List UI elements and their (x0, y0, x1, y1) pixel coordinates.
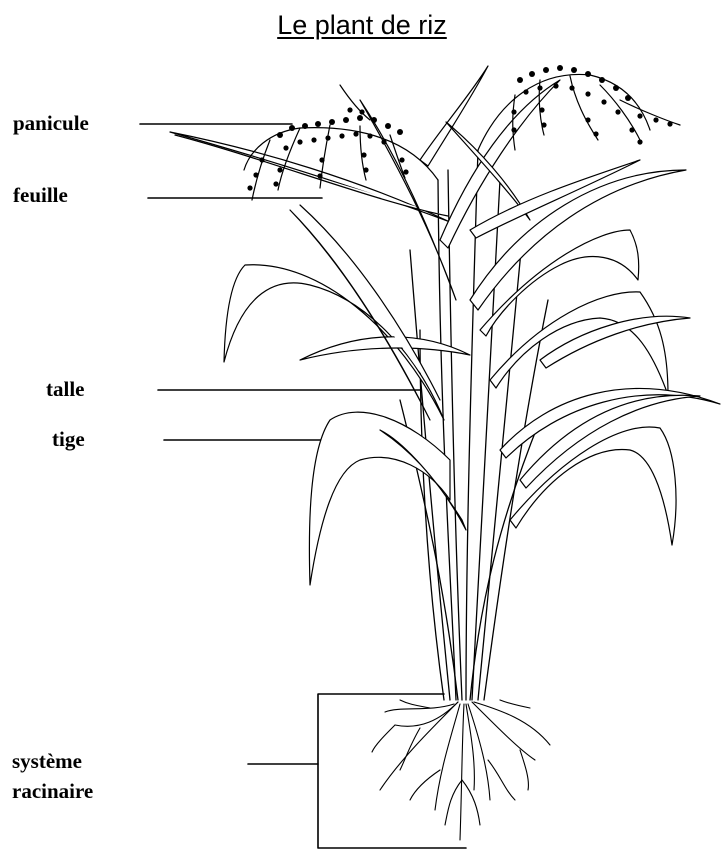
leaf (470, 170, 686, 310)
root (468, 704, 490, 800)
roots (372, 700, 550, 840)
root (435, 704, 460, 810)
root (400, 700, 430, 708)
root (462, 780, 480, 825)
panicle-branch (570, 76, 598, 140)
root (445, 780, 462, 825)
leaf (300, 205, 440, 400)
leaf (300, 337, 470, 360)
leaf (290, 210, 430, 420)
root (400, 728, 420, 770)
root (520, 750, 528, 790)
stem (470, 420, 540, 700)
root (385, 704, 454, 712)
root (466, 704, 474, 790)
stem (448, 170, 462, 700)
root (410, 770, 440, 800)
root (460, 704, 464, 840)
root (500, 700, 530, 708)
leaves (170, 66, 720, 585)
panicle-top (340, 85, 370, 120)
root (380, 702, 458, 790)
panicle-branch (252, 140, 270, 200)
root (488, 760, 515, 800)
leaf (510, 427, 676, 545)
root-bracket (318, 694, 466, 848)
root (474, 702, 550, 745)
root (372, 725, 395, 752)
leaf (175, 135, 448, 216)
